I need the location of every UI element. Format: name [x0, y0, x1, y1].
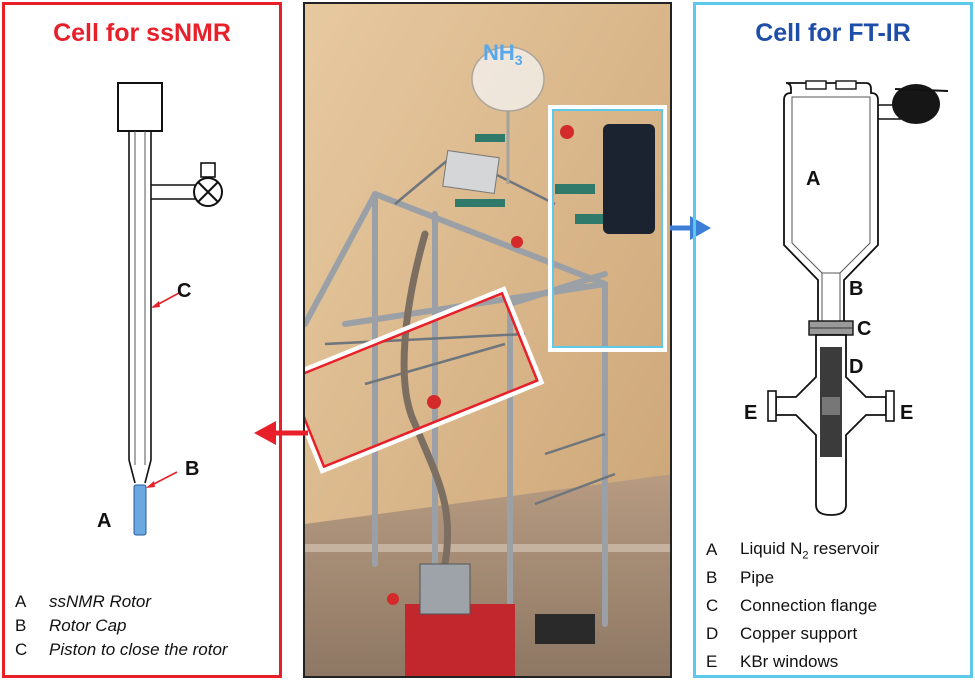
nmr-highlight-box — [305, 286, 545, 474]
label-a: A — [97, 510, 111, 532]
ir-highlight-box — [548, 105, 667, 352]
vacuum-pump — [405, 604, 515, 676]
apparatus-illustration: NH3 — [305, 4, 670, 676]
ir-label-e-left: E — [744, 402, 757, 424]
kbr-window-right — [885, 390, 895, 422]
stopcock-icon — [892, 84, 940, 124]
apparatus-photo: NH3 — [303, 2, 672, 678]
ssnmr-panel-title: Cell for ssNMR — [53, 19, 231, 47]
ftir-panel-title: Cell for FT-IR — [755, 19, 911, 47]
kbr-window-left — [767, 390, 777, 422]
ssnmr-cell-drawing: C B A — [97, 82, 223, 536]
label-c: C — [177, 280, 191, 302]
ir-label-a: A — [806, 168, 820, 190]
ir-label-d: D — [849, 356, 863, 378]
ftir-cell-drawing: A B C D E E — [744, 80, 949, 516]
valve-handle — [200, 162, 216, 178]
ir-label-b: B — [849, 278, 863, 300]
nh3-label: NH3 — [483, 40, 523, 68]
ssnmr-rotor — [133, 484, 147, 536]
ir-label-e-right: E — [900, 402, 913, 424]
ssnmr-top-cap — [117, 82, 163, 132]
label-b: B — [185, 458, 199, 480]
dewar-bottle — [603, 124, 655, 234]
metal-box — [442, 149, 500, 195]
ir-label-c: C — [857, 318, 871, 340]
